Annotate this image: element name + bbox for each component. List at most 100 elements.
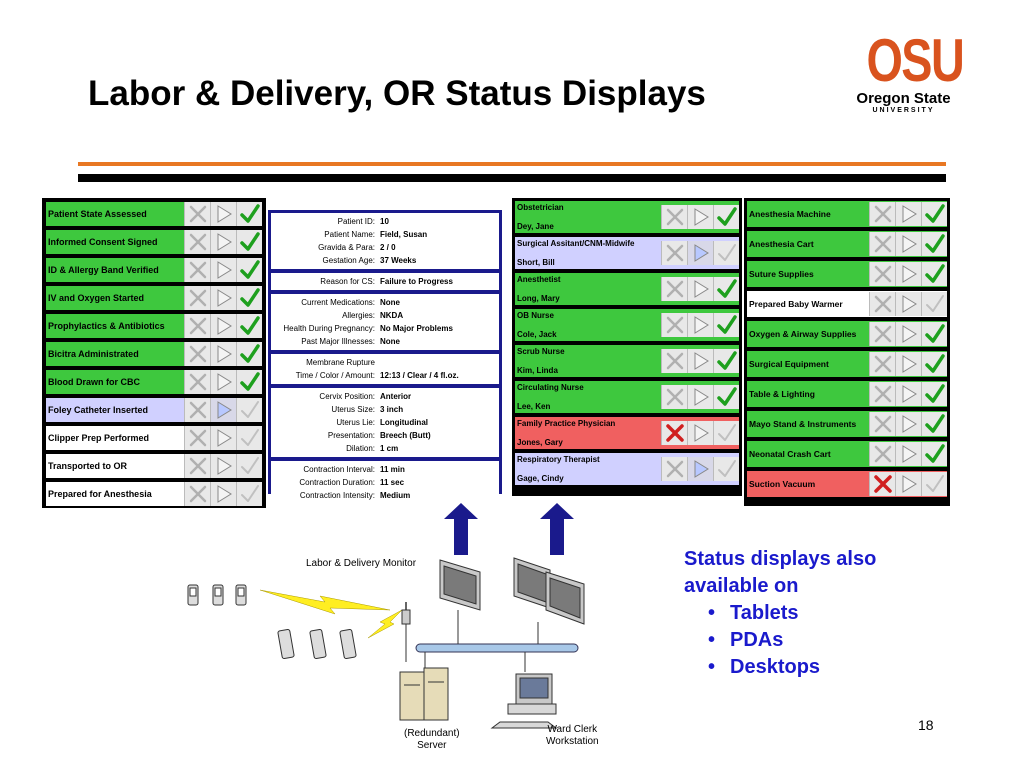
complete-check-icon[interactable] xyxy=(713,349,739,373)
in-progress-play-icon[interactable] xyxy=(895,352,921,376)
equipment-row[interactable]: Neonatal Crash Cart xyxy=(747,441,947,467)
complete-check-icon[interactable] xyxy=(713,457,739,481)
in-progress-play-icon[interactable] xyxy=(687,313,713,337)
in-progress-play-icon[interactable] xyxy=(895,382,921,406)
in-progress-play-icon[interactable] xyxy=(210,230,236,254)
checklist-row[interactable]: Blood Drawn for CBC xyxy=(46,370,262,394)
cancel-x-icon[interactable] xyxy=(869,292,895,316)
in-progress-play-icon[interactable] xyxy=(210,286,236,310)
complete-check-icon[interactable] xyxy=(921,322,947,346)
equipment-row[interactable]: Suture Supplies xyxy=(747,261,947,287)
in-progress-play-icon[interactable] xyxy=(210,426,236,450)
cancel-x-icon[interactable] xyxy=(869,262,895,286)
complete-check-icon[interactable] xyxy=(921,382,947,406)
checklist-row[interactable]: Informed Consent Signed xyxy=(46,230,262,254)
cancel-x-icon[interactable] xyxy=(869,322,895,346)
equipment-row[interactable]: Surgical Equipment xyxy=(747,351,947,377)
in-progress-play-icon[interactable] xyxy=(210,202,236,226)
complete-check-icon[interactable] xyxy=(921,442,947,466)
in-progress-play-icon[interactable] xyxy=(687,421,713,445)
equipment-row[interactable]: Mayo Stand & Instruments xyxy=(747,411,947,437)
in-progress-play-icon[interactable] xyxy=(687,457,713,481)
equipment-row[interactable]: Anesthesia Cart xyxy=(747,231,947,257)
equipment-row[interactable]: Anesthesia Machine xyxy=(747,201,947,227)
in-progress-play-icon[interactable] xyxy=(895,322,921,346)
complete-check-icon[interactable] xyxy=(236,398,262,422)
cancel-x-icon[interactable] xyxy=(661,421,687,445)
in-progress-play-icon[interactable] xyxy=(895,292,921,316)
complete-check-icon[interactable] xyxy=(236,258,262,282)
cancel-x-icon[interactable] xyxy=(869,232,895,256)
cancel-x-icon[interactable] xyxy=(869,442,895,466)
cancel-x-icon[interactable] xyxy=(661,277,687,301)
in-progress-play-icon[interactable] xyxy=(895,472,921,496)
cancel-x-icon[interactable] xyxy=(184,370,210,394)
cancel-x-icon[interactable] xyxy=(184,398,210,422)
in-progress-play-icon[interactable] xyxy=(687,277,713,301)
complete-check-icon[interactable] xyxy=(713,205,739,229)
checklist-row[interactable]: Foley Catheter Inserted xyxy=(46,398,262,422)
complete-check-icon[interactable] xyxy=(921,262,947,286)
cancel-x-icon[interactable] xyxy=(184,286,210,310)
complete-check-icon[interactable] xyxy=(921,202,947,226)
cancel-x-icon[interactable] xyxy=(184,342,210,366)
complete-check-icon[interactable] xyxy=(236,482,262,506)
complete-check-icon[interactable] xyxy=(713,385,739,409)
in-progress-play-icon[interactable] xyxy=(210,482,236,506)
cancel-x-icon[interactable] xyxy=(184,482,210,506)
cancel-x-icon[interactable] xyxy=(184,230,210,254)
complete-check-icon[interactable] xyxy=(921,292,947,316)
cancel-x-icon[interactable] xyxy=(869,382,895,406)
checklist-row[interactable]: ID & Allergy Band Verified xyxy=(46,258,262,282)
complete-check-icon[interactable] xyxy=(713,313,739,337)
cancel-x-icon[interactable] xyxy=(661,313,687,337)
in-progress-play-icon[interactable] xyxy=(687,385,713,409)
checklist-row[interactable]: IV and Oxygen Started xyxy=(46,286,262,310)
in-progress-play-icon[interactable] xyxy=(895,232,921,256)
in-progress-play-icon[interactable] xyxy=(895,412,921,436)
cancel-x-icon[interactable] xyxy=(184,258,210,282)
cancel-x-icon[interactable] xyxy=(661,349,687,373)
cancel-x-icon[interactable] xyxy=(869,412,895,436)
in-progress-play-icon[interactable] xyxy=(210,258,236,282)
complete-check-icon[interactable] xyxy=(713,241,739,265)
complete-check-icon[interactable] xyxy=(236,454,262,478)
cancel-x-icon[interactable] xyxy=(184,454,210,478)
complete-check-icon[interactable] xyxy=(236,230,262,254)
cancel-x-icon[interactable] xyxy=(869,352,895,376)
in-progress-play-icon[interactable] xyxy=(210,370,236,394)
complete-check-icon[interactable] xyxy=(713,421,739,445)
in-progress-play-icon[interactable] xyxy=(687,241,713,265)
complete-check-icon[interactable] xyxy=(236,314,262,338)
in-progress-play-icon[interactable] xyxy=(895,262,921,286)
in-progress-play-icon[interactable] xyxy=(895,202,921,226)
in-progress-play-icon[interactable] xyxy=(687,205,713,229)
complete-check-icon[interactable] xyxy=(236,202,262,226)
equipment-row[interactable]: Table & Lighting xyxy=(747,381,947,407)
in-progress-play-icon[interactable] xyxy=(687,349,713,373)
complete-check-icon[interactable] xyxy=(921,472,947,496)
complete-check-icon[interactable] xyxy=(921,352,947,376)
complete-check-icon[interactable] xyxy=(236,426,262,450)
cancel-x-icon[interactable] xyxy=(869,472,895,496)
cancel-x-icon[interactable] xyxy=(184,202,210,226)
checklist-row[interactable]: Transported to OR xyxy=(46,454,262,478)
complete-check-icon[interactable] xyxy=(921,412,947,436)
checklist-row[interactable]: Patient State Assessed xyxy=(46,202,262,226)
cancel-x-icon[interactable] xyxy=(869,202,895,226)
equipment-row[interactable]: Prepared Baby Warmer xyxy=(747,291,947,317)
complete-check-icon[interactable] xyxy=(236,342,262,366)
complete-check-icon[interactable] xyxy=(713,277,739,301)
complete-check-icon[interactable] xyxy=(236,370,262,394)
complete-check-icon[interactable] xyxy=(236,286,262,310)
in-progress-play-icon[interactable] xyxy=(210,314,236,338)
cancel-x-icon[interactable] xyxy=(184,314,210,338)
equipment-row[interactable]: Suction Vacuum xyxy=(747,471,947,497)
